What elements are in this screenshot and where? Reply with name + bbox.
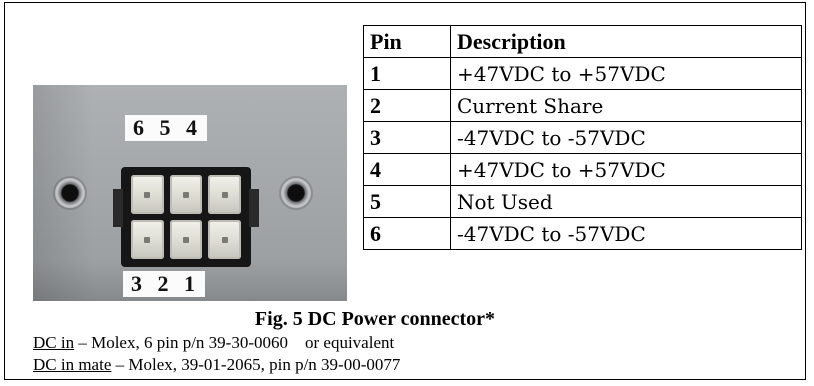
housing-latch	[113, 189, 123, 227]
note-text: – Molex, 39-01-2065, pin p/n 39-00-0077	[111, 355, 401, 374]
pin-description: -47VDC to -57VDC	[450, 217, 802, 250]
pin-number-label-bottom: 3 2 1	[123, 271, 205, 297]
housing-latch	[249, 189, 259, 227]
table-row: 1 +47VDC to +57VDC	[363, 57, 802, 90]
header-pin: Pin	[363, 25, 451, 58]
pin-number: 3	[363, 121, 451, 154]
figure-caption: Fig. 5 DC Power connector*	[254, 308, 496, 330]
pin-description: +47VDC to +57VDC	[450, 57, 802, 90]
table-header-row: Pin Description	[363, 25, 802, 58]
pin-socket	[131, 175, 164, 214]
connector-housing	[113, 167, 259, 267]
pin-number: 6	[363, 217, 451, 250]
pin-description-table: Pin Description 1 +47VDC to +57VDC 2 Cur…	[363, 25, 802, 250]
pin-socket	[131, 220, 164, 259]
pin-number: 5	[363, 185, 451, 218]
note-text: – Molex, 6 pin p/n 39-30-0060 or equival…	[74, 333, 395, 352]
table-row: 3 -47VDC to -57VDC	[363, 121, 802, 154]
note-line: DC in mate – Molex, 39-01-2065, pin p/n …	[33, 355, 400, 375]
table-row: 4 +47VDC to +57VDC	[363, 153, 802, 186]
pin-socket	[169, 175, 203, 214]
table-row: 5 Not Used	[363, 185, 802, 218]
pin-number: 4	[363, 153, 451, 186]
note-term: DC in mate	[33, 355, 112, 374]
document-frame: 6 5 4 3 2 1 Pin Description 1 +47VDC to …	[4, 2, 806, 380]
pin-number: 1	[363, 57, 451, 90]
header-description: Description	[450, 25, 802, 58]
pin-description: Current Share	[450, 89, 802, 122]
note-term: DC in	[33, 333, 75, 352]
connector-photo: 6 5 4 3 2 1	[33, 85, 347, 301]
table-row: 6 -47VDC to -57VDC	[363, 217, 802, 250]
table-row: 2 Current Share	[363, 89, 802, 122]
note-line: DC in – Molex, 6 pin p/n 39-30-0060 or e…	[33, 333, 394, 353]
pin-grid	[131, 175, 241, 259]
mounting-hole-left	[55, 178, 85, 208]
pin-number-label-top: 6 5 4	[125, 115, 207, 141]
mounting-hole-right	[281, 178, 311, 208]
pin-socket	[169, 220, 203, 259]
pin-description: Not Used	[450, 185, 802, 218]
pin-description: +47VDC to +57VDC	[450, 153, 802, 186]
pin-description: -47VDC to -57VDC	[450, 121, 802, 154]
pin-number: 2	[363, 89, 451, 122]
pin-socket	[208, 175, 241, 214]
pin-socket	[208, 220, 241, 259]
